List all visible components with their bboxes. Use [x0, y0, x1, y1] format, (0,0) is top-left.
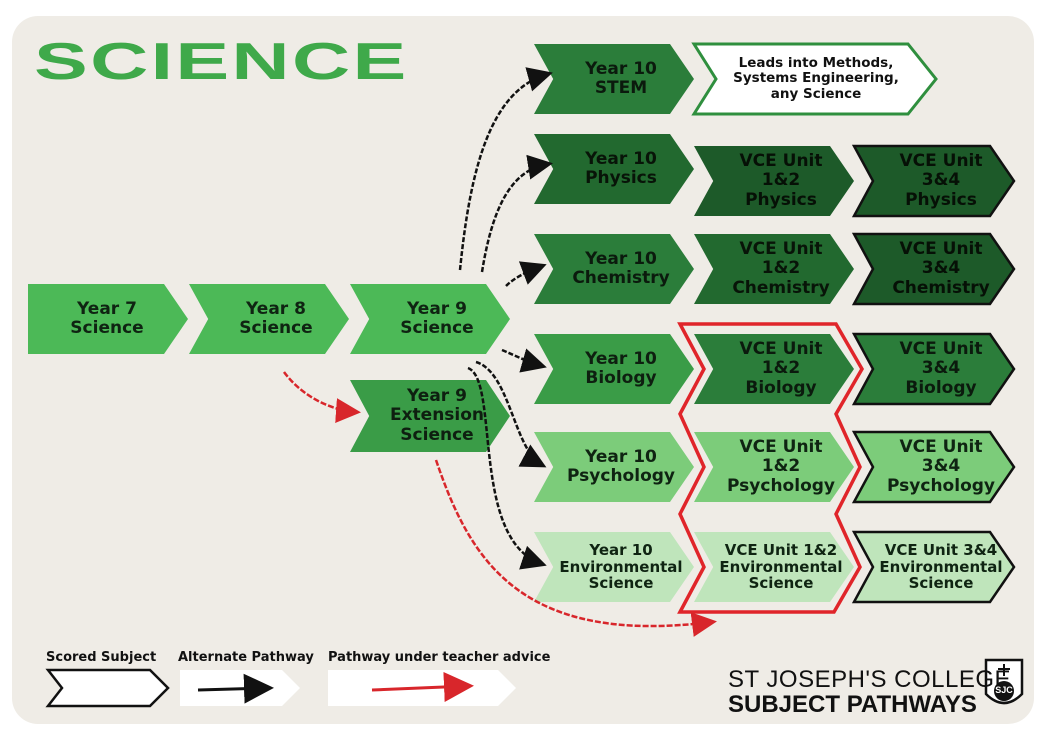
college-subtitle: SUBJECT PATHWAYS — [728, 691, 977, 718]
college-crest-icon — [984, 658, 1024, 705]
stem-leads-line: Leads into Methods, — [738, 55, 894, 72]
node-label: Science — [400, 318, 474, 338]
node-label: Science — [70, 318, 144, 338]
node-label: Year 10 — [585, 248, 657, 269]
node-label: VCE Unit 1&2 — [724, 540, 838, 559]
legend-scored-label: Scored Subject — [46, 650, 157, 665]
crest-text: SJC — [995, 685, 1013, 695]
college-branding: ST JOSEPH'S COLLEGE SUBJECT PATHWAYS — [728, 668, 1011, 718]
node-label: Psychology — [727, 475, 835, 496]
node-label: STEM — [594, 78, 648, 98]
node-label: VCE Unit 3&4 — [899, 239, 983, 279]
node-label: Science — [239, 318, 313, 338]
node-label: Biology — [585, 368, 657, 388]
scored-subject-outlines — [851, 144, 1016, 604]
college-name: ST JOSEPH'S COLLEGE — [728, 666, 1012, 693]
node-label: VCE Unit 3&4 — [899, 437, 983, 477]
node-label: Environmental — [879, 557, 1003, 576]
node-label: Year 7 — [77, 298, 137, 319]
node-label: Physics — [905, 189, 977, 210]
node-label: Psychology — [567, 466, 675, 486]
node-label: Physics — [585, 168, 657, 188]
node-label: Physics — [745, 189, 817, 210]
node-label: Year 10 — [585, 148, 657, 169]
legend-alternate-label: Alternate Pathway — [178, 650, 314, 665]
stem-leads-text: Leads into Methods,Systems Engineering,a… — [716, 50, 916, 108]
node-label: Biology — [745, 377, 817, 398]
stem-leads-line: any Science — [770, 85, 862, 102]
node-label: VCE Unit 1&2 — [739, 239, 823, 279]
node-label: VCE Unit 3&4 — [884, 540, 998, 559]
node-label: VCE Unit 3&4 — [899, 339, 983, 379]
node-label: Year 9 — [407, 298, 467, 319]
legend-teacher-label: Pathway under teacher advice — [328, 650, 551, 665]
node-label: VCE Unit 1&2 — [739, 151, 823, 191]
node-label: Chemistry — [892, 277, 990, 298]
teacher-advice-arrows — [282, 371, 717, 637]
node-label: Year 8 — [246, 298, 306, 319]
node-label: VCE Unit 3&4 — [899, 151, 983, 191]
teacher-advice-outline — [677, 322, 865, 614]
node-label: Psychology — [887, 475, 995, 496]
node-label: Extension — [389, 405, 485, 426]
node-label: Environmental — [559, 557, 683, 576]
node-label: Year 10 — [585, 58, 657, 79]
node-label: VCE Unit 1&2 — [739, 339, 823, 379]
legend-teacher-arrow — [371, 672, 474, 702]
node-label: Year 10 — [585, 446, 657, 467]
node-label: Year 9 — [407, 386, 467, 407]
node-label: Biology — [905, 377, 977, 398]
page-title: SCIENCE — [34, 33, 409, 91]
node-label: Year 10 — [585, 348, 657, 369]
node-label: Chemistry — [572, 268, 670, 288]
node-label: VCE Unit 1&2 — [739, 437, 823, 477]
stem-leads-box — [691, 42, 938, 116]
node-label: Year 10 — [589, 540, 653, 559]
node-label: Science — [908, 574, 974, 593]
legend-alternate-arrow — [197, 673, 274, 704]
alternate-pathway-arrows — [458, 67, 553, 570]
node-label: Science — [748, 574, 814, 593]
stem-leads-line: Systems Engineering, — [733, 70, 899, 87]
legend-scored-shape — [45, 668, 170, 708]
node-label: Environmental — [719, 557, 843, 576]
node-label: Science — [400, 424, 474, 445]
node-label: Chemistry — [732, 277, 830, 298]
node-label: Science — [588, 574, 654, 593]
